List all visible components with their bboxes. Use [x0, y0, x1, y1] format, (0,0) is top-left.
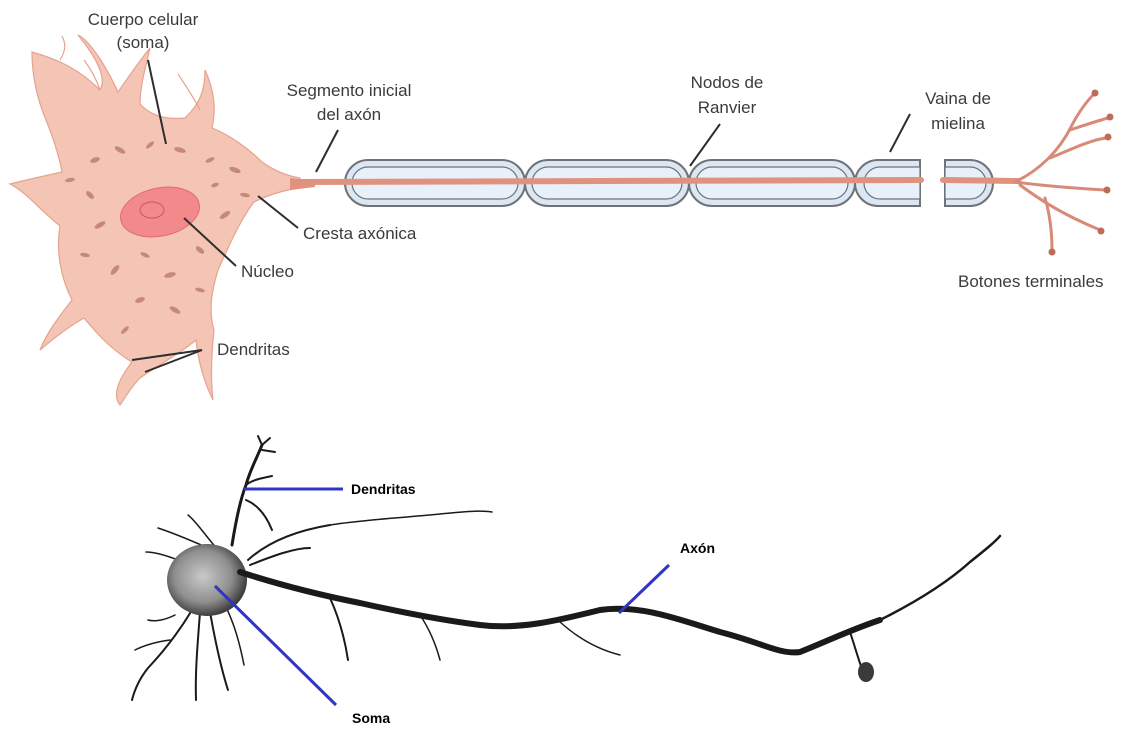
micrograph-label-dendritas: Dendritas: [351, 481, 416, 497]
label-segmento-inicial-line1: Segmento inicial: [287, 81, 412, 100]
micrograph-pointers: [215, 489, 669, 705]
label-segmento-inicial-line2: del axón: [317, 105, 381, 124]
label-nodos-line2: Ranvier: [698, 98, 757, 117]
axon-terminals: [1015, 94, 1108, 250]
micrograph-axon-varicosity: [858, 662, 874, 682]
terminal-buttons: [1049, 90, 1114, 256]
label-nucleo: Núcleo: [241, 262, 294, 281]
axon: [300, 180, 1018, 182]
label-cuerpo-celular-line2: (soma): [117, 33, 170, 52]
axon-break: [921, 150, 943, 216]
label-vaina-line1: Vaina de: [925, 89, 991, 108]
micrograph-label-soma: Soma: [352, 710, 390, 726]
label-dendritas: Dendritas: [217, 340, 290, 359]
illustrated-neuron: Cuerpo celular (soma) Segmento inicial d…: [10, 10, 1114, 405]
label-vaina-line2: mielina: [931, 114, 985, 133]
micrograph-label-axon: Axón: [680, 540, 715, 556]
label-pointers: [132, 60, 910, 372]
label-nodos-line1: Nodos de: [691, 73, 764, 92]
micrograph-neuron: Dendritas Axón Soma: [132, 436, 1000, 726]
label-cuerpo-celular-line1: Cuerpo celular: [88, 10, 199, 29]
label-cresta-axonica: Cresta axónica: [303, 224, 417, 243]
label-botones-terminales: Botones terminales: [958, 272, 1104, 291]
micrograph-axon-distal: [880, 536, 1000, 620]
